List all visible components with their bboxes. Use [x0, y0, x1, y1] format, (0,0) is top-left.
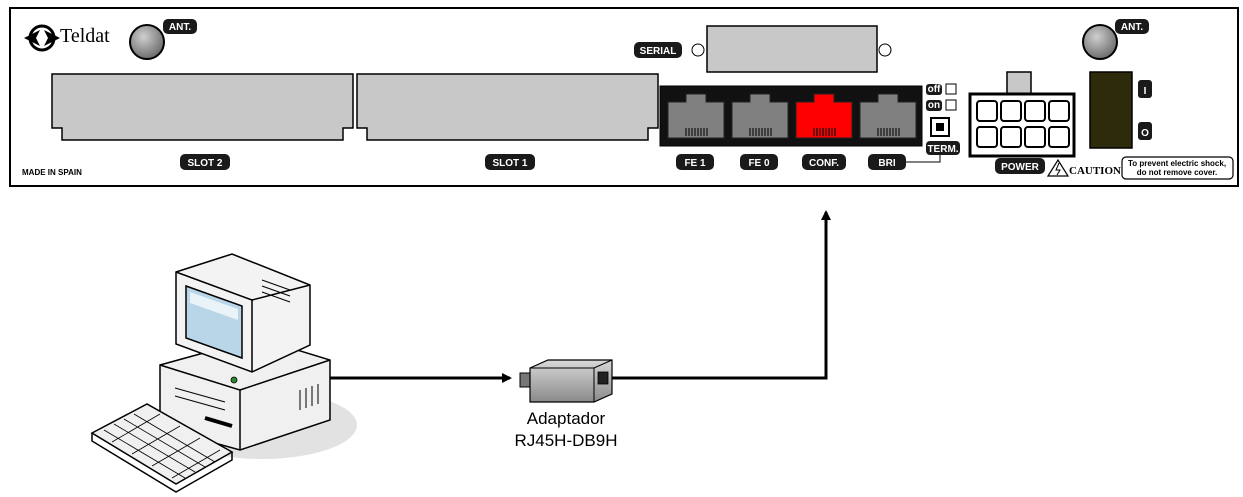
port-conf: [795, 93, 853, 139]
serial-label: SERIAL: [640, 46, 677, 57]
antenna-left: ANT.: [129, 19, 197, 60]
antenna-right-label: ANT.: [1121, 22, 1143, 33]
brand-name: Teldat: [60, 25, 110, 47]
cable-adapter-to-router: [612, 210, 831, 380]
port-fe0: [731, 93, 789, 139]
port-label-conf: CONF.: [809, 158, 839, 169]
caution-notice: CAUTION! To prevent electric shock, do n…: [1046, 156, 1234, 180]
power-off-label: O: [1141, 128, 1149, 139]
warning-line-2: do not remove cover.: [1137, 168, 1217, 177]
power-connector: POWER: [968, 71, 1076, 174]
rj45-db9-adapter: Adaptador RJ45H-DB9H: [515, 359, 618, 450]
slot-2: SLOT 2: [51, 73, 354, 170]
antenna-left-label: ANT.: [169, 22, 191, 33]
teldat-logo: Teldat: [24, 24, 110, 52]
computer-icon: [90, 253, 357, 493]
warning-triangle-icon: [1046, 158, 1070, 177]
term-switch: off on TERM.: [906, 83, 960, 163]
port-label-fe1: FE 1: [684, 158, 706, 169]
switch-on-label: on: [928, 100, 940, 111]
slot-1: SLOT 1: [356, 73, 659, 170]
adapter-label-line2: RJ45H-DB9H: [515, 431, 618, 450]
antenna-right: ANT.: [1082, 19, 1149, 60]
slot-1-label: SLOT 1: [492, 158, 527, 169]
slot-2-label: SLOT 2: [187, 158, 222, 169]
term-label: TERM.: [927, 144, 958, 155]
port-label-fe0: FE 0: [748, 158, 770, 169]
power-on-label: I: [1144, 86, 1147, 97]
caution-label: CAUTION!: [1069, 165, 1125, 177]
port-label-bri: BRI: [878, 158, 895, 169]
switch-off-label: off: [928, 84, 941, 95]
serial-port: SERIAL: [634, 25, 892, 73]
adapter-label-line1: Adaptador: [527, 409, 606, 428]
power-switch: I O: [1089, 71, 1152, 149]
power-label: POWER: [1001, 162, 1040, 173]
port-bri: [859, 93, 917, 139]
rj45-ports: FE 1 FE 0 CONF. BRI: [659, 85, 923, 170]
warning-line-1: To prevent electric shock,: [1128, 159, 1226, 168]
made-in-label: MADE IN SPAIN: [22, 168, 82, 177]
router-panel: Teldat ANT. SLOT 2 SLOT 1 MADE IN SPAIN …: [9, 7, 1239, 187]
port-fe1: [667, 93, 725, 139]
